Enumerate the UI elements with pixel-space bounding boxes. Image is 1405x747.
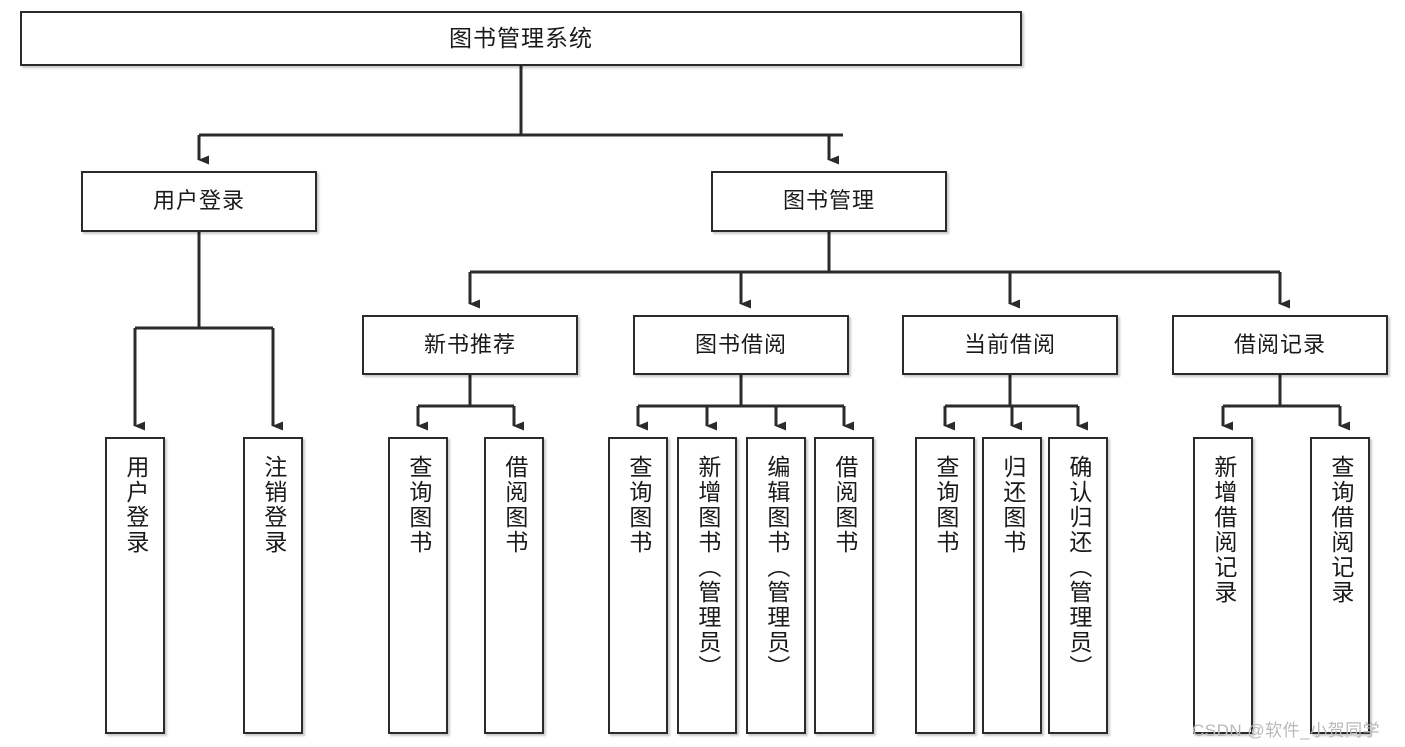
leaf-label: 借阅图书 — [501, 455, 528, 555]
node-leaf-query-book-2[interactable]: 查询图书 — [608, 437, 668, 734]
leaf-label: 编辑图书（管理员） — [763, 455, 790, 680]
leaf-label: 新增借阅记录 — [1210, 455, 1237, 605]
node-root[interactable]: 图书管理系统 — [20, 11, 1022, 66]
leaf-label: 归还图书 — [999, 455, 1026, 555]
node-leaf-confirm-return[interactable]: 确认归还（管理员） — [1048, 437, 1108, 734]
leaf-label: 用户登录 — [122, 455, 149, 555]
node-leaf-borrow-book-1[interactable]: 借阅图书 — [484, 437, 544, 734]
node-leaf-query-record[interactable]: 查询借阅记录 — [1310, 437, 1370, 734]
leaf-label: 查询图书 — [932, 455, 959, 555]
leaf-label: 查询图书 — [625, 455, 652, 555]
node-new-book-recommend[interactable]: 新书推荐 — [362, 315, 578, 375]
node-book-management[interactable]: 图书管理 — [711, 171, 947, 232]
csdn-watermark: CSDN @软件_小贺同学 — [1192, 721, 1381, 740]
node-leaf-query-book-1[interactable]: 查询图书 — [388, 437, 448, 734]
node-leaf-return-book[interactable]: 归还图书 — [982, 437, 1042, 734]
leaf-label: 注销登录 — [260, 455, 287, 555]
node-current-borrow[interactable]: 当前借阅 — [902, 315, 1118, 375]
node-leaf-logout[interactable]: 注销登录 — [243, 437, 303, 734]
leaf-label: 借阅图书 — [831, 455, 858, 555]
node-leaf-edit-book[interactable]: 编辑图书（管理员） — [746, 437, 806, 734]
leaf-label: 查询借阅记录 — [1327, 455, 1354, 605]
node-leaf-add-record[interactable]: 新增借阅记录 — [1193, 437, 1253, 734]
leaf-label: 新增图书（管理员） — [694, 455, 721, 680]
node-borrow-records[interactable]: 借阅记录 — [1172, 315, 1388, 375]
node-leaf-borrow-book-2[interactable]: 借阅图书 — [814, 437, 874, 734]
node-leaf-add-book[interactable]: 新增图书（管理员） — [677, 437, 737, 734]
node-book-borrow[interactable]: 图书借阅 — [633, 315, 849, 375]
node-user-login[interactable]: 用户登录 — [81, 171, 317, 232]
node-leaf-query-book-3[interactable]: 查询图书 — [915, 437, 975, 734]
node-leaf-user-login[interactable]: 用户登录 — [105, 437, 165, 734]
leaf-label: 确认归还（管理员） — [1065, 455, 1092, 680]
leaf-label: 查询图书 — [405, 455, 432, 555]
